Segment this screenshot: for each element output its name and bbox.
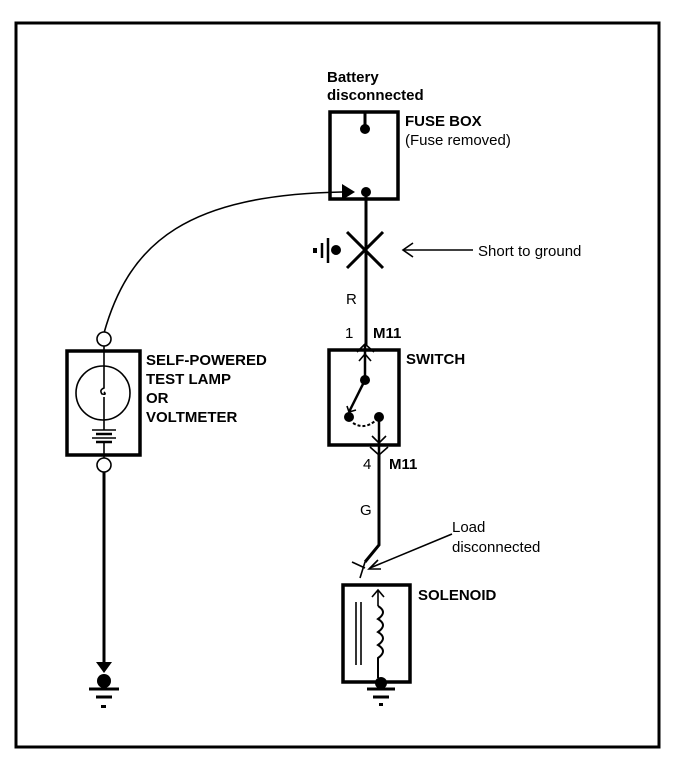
- load-label-line2: disconnected: [452, 539, 540, 556]
- tester-ground-dot-icon: [97, 674, 111, 688]
- load-arrow-line: [369, 533, 453, 569]
- short-x-line-b: [345, 230, 385, 270]
- wire-color-g-label: G: [360, 502, 372, 519]
- disconnected-connector-fork: [351, 561, 366, 569]
- ground-dot-icon: [331, 245, 341, 255]
- tester-label-line3: OR: [146, 390, 169, 407]
- lamp-bulb-icon: [75, 365, 131, 421]
- solenoid-outline: [341, 583, 412, 684]
- battery-label-line1: Battery: [327, 69, 379, 86]
- tester-top-terminal-icon: [96, 331, 112, 347]
- switch-contact-a-icon: [344, 412, 354, 422]
- fuse-box: [328, 110, 400, 201]
- test-lamp: [65, 331, 142, 473]
- disconnected-connector: [351, 561, 366, 579]
- pin-1-label: 1: [345, 325, 353, 342]
- solenoid-label: SOLENOID: [418, 587, 497, 604]
- fuse-upper-terminal-icon: [360, 124, 370, 134]
- pin-4-label: 4: [363, 456, 371, 473]
- solenoid-ground-bar-3: [379, 703, 383, 706]
- load-arrowhead-icon: [367, 559, 381, 570]
- switch-input-arrow-icon: [358, 352, 372, 362]
- wire-color-r-label: R: [346, 291, 357, 308]
- switch-blade: [347, 379, 367, 413]
- tester-ground: [89, 472, 119, 708]
- fuse-box-label: FUSE BOX: [405, 113, 482, 130]
- fuse-removed-label: (Fuse removed): [405, 132, 511, 149]
- load-label-line1: Load: [452, 519, 485, 536]
- solenoid-ground-dot-icon: [375, 677, 387, 689]
- lamp-filament-icon: [100, 378, 106, 396]
- solenoid: [341, 583, 412, 706]
- switch-dotted-link: [352, 420, 376, 427]
- tester-bottom-terminal-icon: [96, 457, 112, 473]
- diagram-frame: [14, 21, 661, 749]
- tester-label-line2: TEST LAMP: [146, 371, 231, 388]
- switch-output-arrow-icon: [371, 435, 387, 445]
- connector-m11-top-label: M11: [373, 325, 401, 342]
- short-to-ground-label: Short to ground: [478, 243, 581, 260]
- short-arrowhead-icon: [401, 242, 414, 258]
- switch-label: SWITCH: [406, 351, 465, 368]
- tester-ground-bar-3: [101, 705, 106, 708]
- short-to-ground-symbol: [313, 230, 385, 270]
- probe-arrow-icon: [342, 184, 355, 200]
- connector-m11-bottom-label: M11: [389, 456, 417, 473]
- tester-label-line1: SELF-POWERED: [146, 352, 267, 369]
- ground-plate-3: [313, 248, 317, 253]
- solenoid-input-arrow-icon: [371, 588, 385, 598]
- probe-lead: [103, 191, 343, 334]
- wire-g: [363, 455, 381, 563]
- disconnected-connector-stem: [359, 561, 366, 579]
- short-to-ground-callout: [401, 242, 473, 258]
- ground-arrow-icon: [96, 662, 112, 673]
- tester-label-line4: VOLTMETER: [146, 409, 238, 426]
- battery-label-line2: disconnected: [327, 87, 424, 104]
- switch: [327, 342, 401, 457]
- solenoid-coil-icon: [376, 605, 384, 678]
